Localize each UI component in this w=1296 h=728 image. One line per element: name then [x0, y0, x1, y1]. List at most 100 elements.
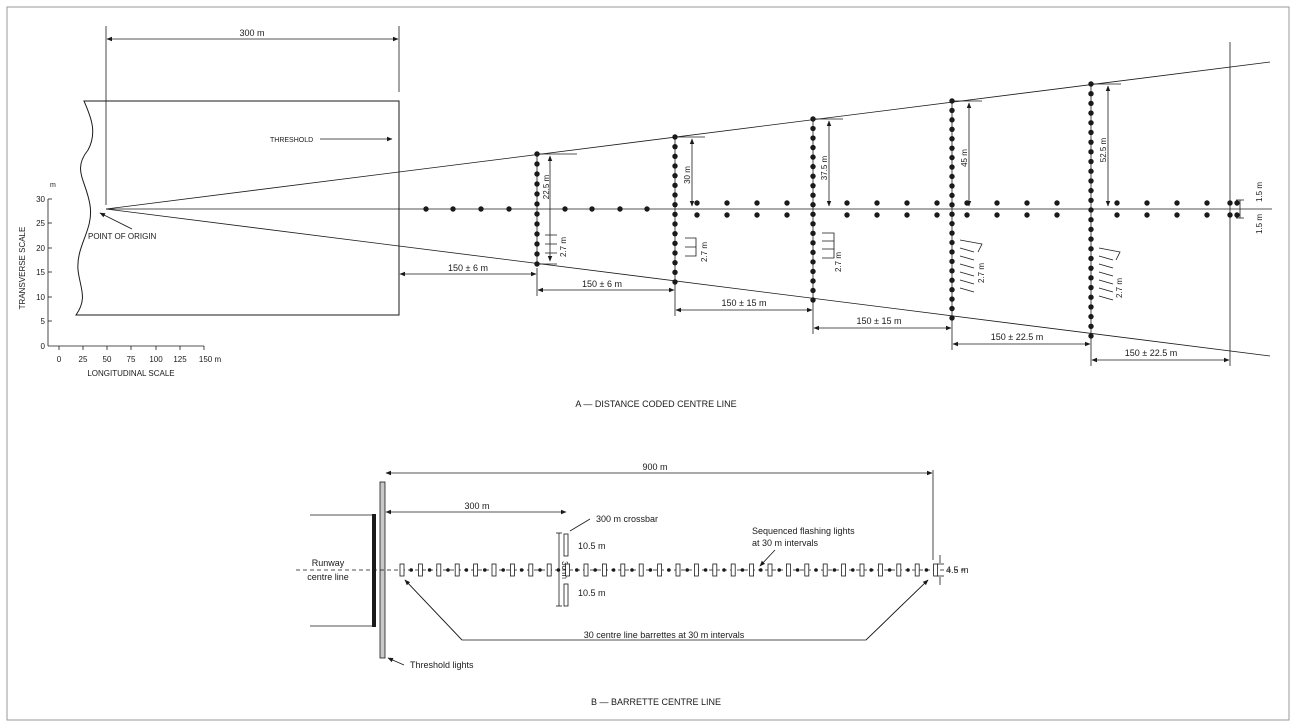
light-dot	[562, 206, 568, 212]
spacing-ticks	[545, 234, 557, 254]
transverse-tick-label: 30	[36, 195, 45, 204]
distance-label: 150 ± 22.5 m	[991, 332, 1043, 342]
barrette-light	[767, 563, 773, 577]
longitudinal-tick-label: 125	[173, 355, 187, 364]
crossbar-spacing-label: 2.7 m	[700, 242, 709, 262]
transverse-ticks: 30 25 20 15 10 5 0	[36, 195, 52, 351]
light-dot	[724, 200, 730, 206]
light-dot	[994, 200, 1000, 206]
light-dot	[1114, 212, 1120, 218]
barrette-light	[546, 563, 552, 577]
dimension-900m-label: 900 m	[642, 462, 667, 472]
offset-label-bottom: 1.5 m	[1255, 214, 1264, 234]
runway-outline	[75, 100, 400, 316]
light-dot	[1234, 200, 1240, 206]
light-dot	[844, 200, 850, 206]
barrette-light	[454, 563, 460, 577]
threshold-label: THRESHOLD	[270, 137, 313, 144]
light-dot	[934, 200, 940, 206]
light-dot	[1234, 212, 1240, 218]
spacing-ticks	[685, 237, 697, 257]
offset-bracket	[1236, 199, 1244, 219]
barrette-light	[712, 563, 718, 577]
transverse-unit: m	[50, 182, 56, 189]
crossbar-width-label: 22.5 m	[542, 174, 551, 199]
spacing-ticks	[1098, 247, 1121, 301]
barrette-light	[694, 563, 699, 577]
light-dot	[844, 212, 850, 218]
transverse-tick-label: 0	[41, 342, 46, 351]
flashing-light	[703, 568, 708, 572]
flashing-light	[777, 568, 781, 572]
distance-label: 150 ± 15 m	[857, 316, 902, 326]
flashing-light	[446, 568, 450, 572]
crossbar-width-label: 37.5 m	[820, 155, 829, 180]
barrette-light	[841, 563, 846, 577]
barrette-light	[399, 563, 405, 577]
light-dot	[644, 206, 650, 212]
dimension-300m-label: 300 m	[239, 28, 264, 38]
upper-splay-line	[105, 61, 1271, 210]
diagram-b: Runway centre line 900 m 300 m 300 m cro…	[296, 462, 969, 707]
barrette-light	[602, 563, 607, 577]
runway-label-line2: centre line	[307, 572, 349, 582]
origin-leader	[99, 212, 133, 230]
transverse-tick-label: 10	[36, 293, 45, 302]
light-dot	[450, 206, 456, 212]
barrette-light	[528, 563, 534, 577]
light-dot	[1024, 212, 1030, 218]
barrette-light	[565, 563, 570, 577]
threshold-lights-leader	[387, 657, 405, 666]
barrette-light	[749, 563, 754, 577]
flashing-light	[795, 568, 800, 572]
barrette-light	[914, 563, 920, 577]
runway-label-line1: Runway	[312, 558, 345, 568]
light-dot	[1054, 212, 1060, 218]
longitudinal-tick-label: 50	[103, 355, 112, 364]
flashing-light	[740, 568, 745, 572]
light-dot	[1144, 200, 1150, 206]
barrette-light	[786, 563, 791, 577]
crossbar-lower-light	[563, 583, 569, 607]
flashing-light	[501, 568, 506, 572]
flashing-light	[887, 568, 892, 572]
flashing-light	[538, 568, 542, 572]
flashing-leader	[759, 549, 776, 567]
barrette-light	[878, 563, 883, 577]
diagram-a: 300 m THRESHOLD POINT OF ORIGIN m 30 25 …	[18, 26, 1272, 409]
lower-splay-line	[105, 208, 1271, 357]
figure-border	[6, 6, 1290, 721]
flashing-light	[593, 568, 597, 572]
light-dot	[874, 200, 880, 206]
crossbar-width-label: 52.5 m	[1099, 137, 1108, 162]
barrette-light	[822, 563, 828, 577]
transverse-tick-label: 5	[41, 317, 46, 326]
longitudinal-scale-title: LONGITUDINAL SCALE	[87, 369, 174, 378]
runway-threshold-bar	[372, 514, 376, 627]
crossbar-upper-light	[563, 533, 569, 557]
light-dot	[506, 206, 512, 212]
light-dot	[1054, 200, 1060, 206]
barrette-light	[509, 563, 515, 577]
flashing-light	[667, 568, 671, 572]
flashing-light	[630, 568, 634, 572]
barrette-light	[638, 563, 644, 577]
barrettes-label: 30 centre line barrettes at 30 m interva…	[584, 630, 745, 640]
light-dot	[694, 212, 700, 218]
light-dot	[1144, 212, 1150, 218]
barrette-light	[896, 563, 902, 577]
crossbar-lower-label: 10.5 m	[578, 588, 606, 598]
light-dot	[1114, 200, 1120, 206]
light-dot	[1174, 200, 1180, 206]
barrette-leader-arrow	[865, 579, 929, 641]
barrette-light	[417, 563, 423, 577]
crossbar-spacing-label: 2.7 m	[1115, 278, 1124, 298]
longitudinal-tick-label: 150 m	[199, 355, 222, 364]
barrette-light	[436, 563, 442, 577]
light-dot	[694, 200, 700, 206]
flashing-light	[832, 568, 837, 572]
diagram-b-caption: B — BARRETTE CENTRE LINE	[591, 697, 721, 707]
flashing-light	[814, 568, 818, 572]
light-dot	[754, 200, 760, 206]
